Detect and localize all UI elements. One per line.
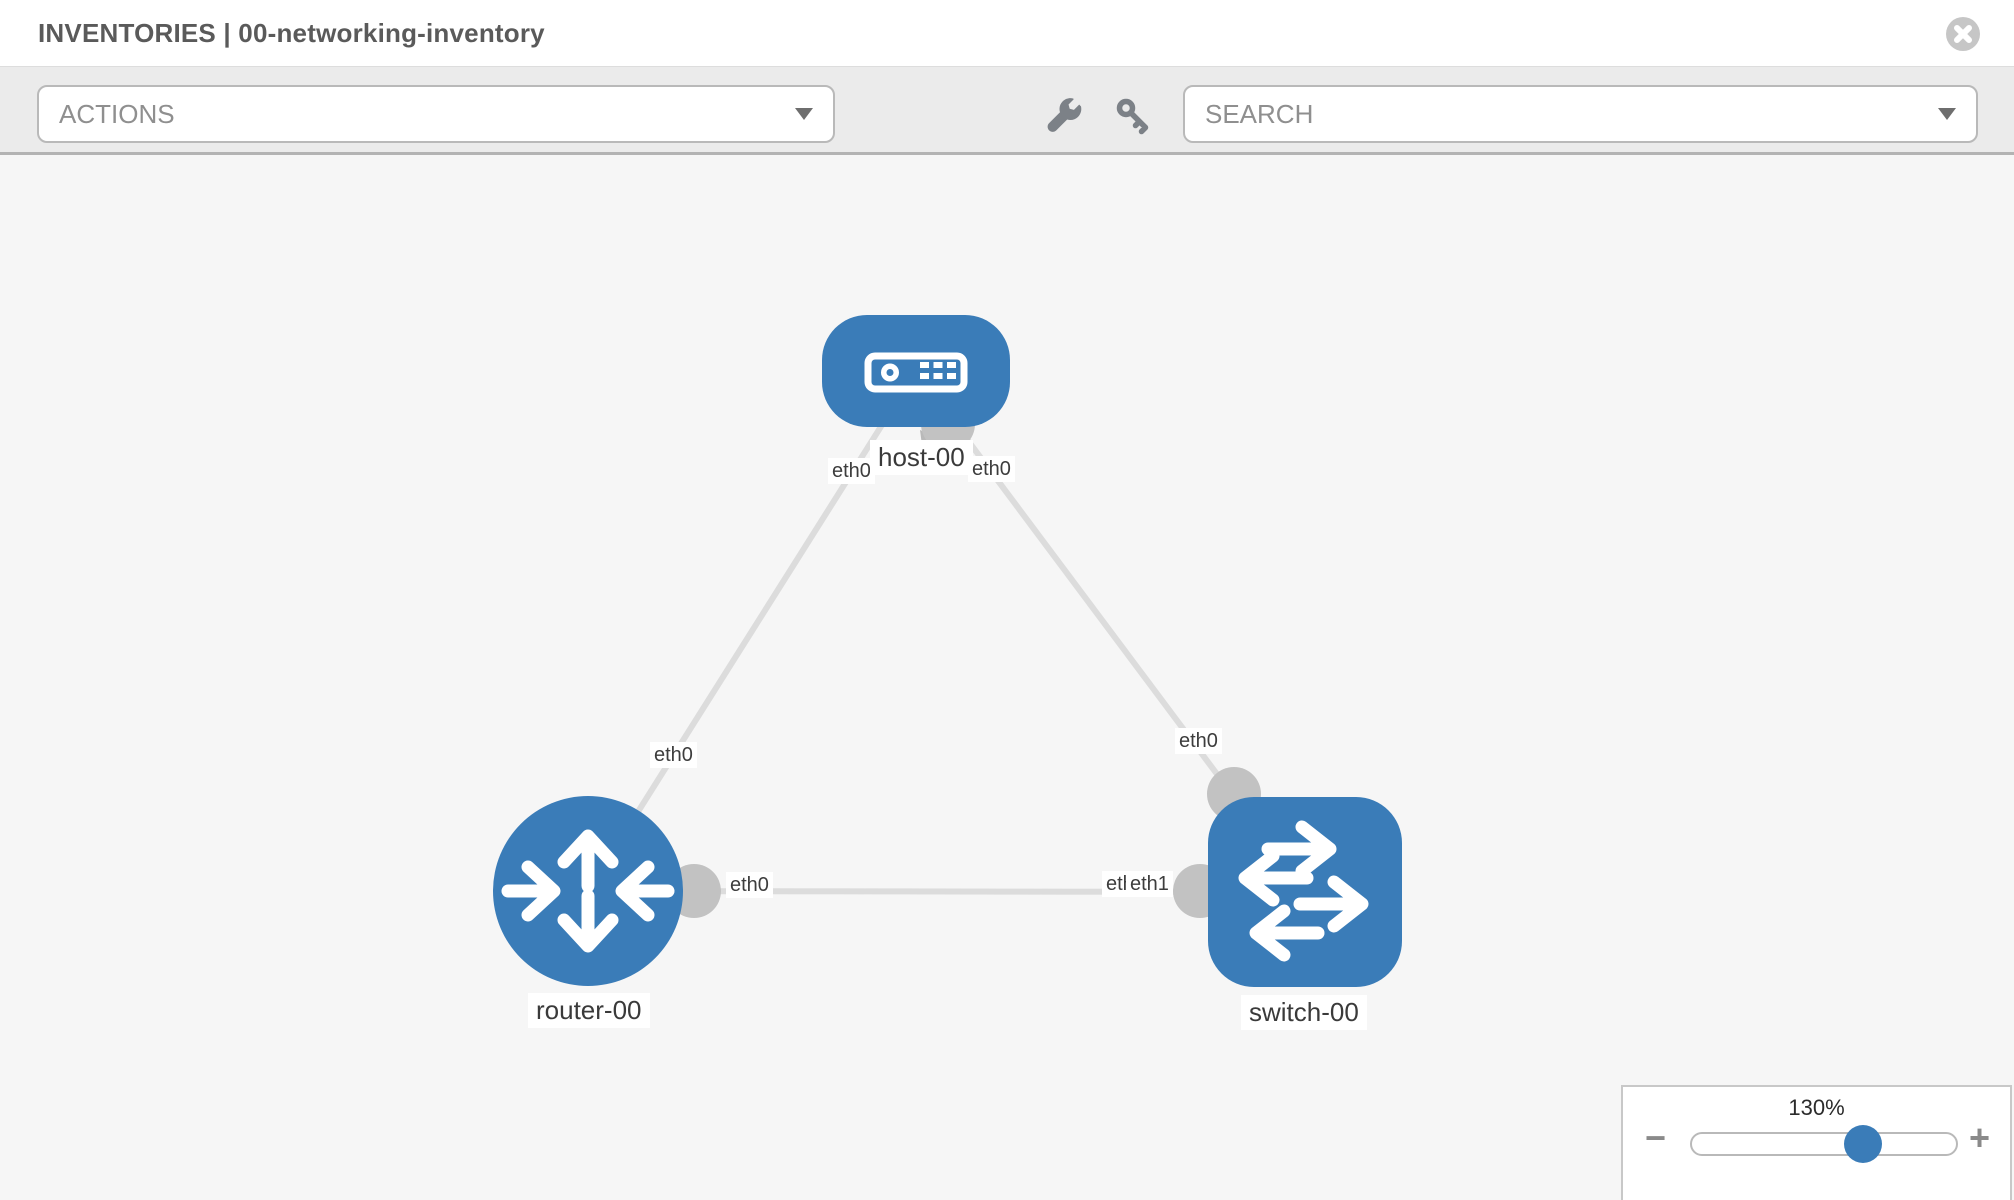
iface-label-router-top: eth0: [650, 742, 697, 768]
header: INVENTORIES | 00-networking-inventory: [0, 0, 2014, 66]
key-button[interactable]: [1114, 97, 1154, 137]
node-router-00[interactable]: [493, 796, 683, 986]
zoom-slider-track[interactable]: [1690, 1125, 1958, 1163]
node-label-router-00: router-00: [528, 993, 650, 1029]
node-switch-00[interactable]: [1208, 797, 1402, 987]
node-label-host-00: host-00: [870, 440, 973, 476]
iface-label-host-left: eth0: [828, 458, 875, 484]
actions-dropdown-label: ACTIONS: [59, 98, 175, 129]
zoom-out-button[interactable]: −: [1645, 1117, 1667, 1158]
switch-icon: [1238, 820, 1369, 962]
page-title: INVENTORIES | 00-networking-inventory: [38, 17, 545, 48]
node-host-00[interactable]: [822, 315, 1010, 427]
chevron-down-icon: [1938, 108, 1956, 120]
toolbar: ACTIONS SEARCH: [0, 66, 2014, 155]
zoom-panel: 130% − +: [1621, 1085, 2012, 1200]
key-icon: [1116, 98, 1149, 135]
router-icon: [501, 829, 675, 953]
iface-labels-switch-left: eth0 eth1: [1102, 871, 1182, 897]
iface-label-router-right: eth0: [726, 872, 773, 898]
actions-dropdown[interactable]: ACTIONS: [37, 85, 835, 143]
close-icon: [1946, 17, 1980, 51]
host-icon: [864, 352, 968, 393]
zoom-in-button[interactable]: +: [1969, 1117, 1991, 1158]
iface-label-switch-eth1: eth1: [1126, 871, 1173, 897]
search-dropdown[interactable]: SEARCH: [1183, 85, 1978, 143]
node-label-switch-00: switch-00: [1241, 995, 1367, 1031]
close-button[interactable]: [1946, 17, 1980, 51]
link-host-router: [585, 369, 919, 893]
configure-button[interactable]: [1044, 97, 1084, 137]
search-dropdown-label: SEARCH: [1205, 98, 1314, 129]
wrench-icon: [1047, 98, 1082, 132]
zoom-level: 130%: [1788, 1095, 1845, 1120]
zoom-slider-handle[interactable]: [1844, 1125, 1882, 1163]
iface-label-host-right: eth0: [968, 456, 1015, 482]
chevron-down-icon: [795, 108, 813, 120]
iface-label-switch-top: eth0: [1175, 728, 1222, 754]
